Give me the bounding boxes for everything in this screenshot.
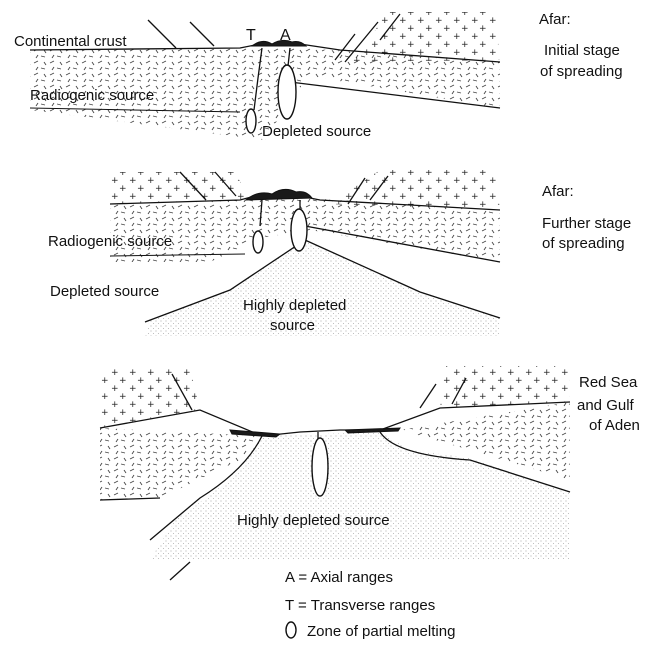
caption-panel-2-line-3: of spreading xyxy=(542,235,625,252)
melt-zone-axial-1 xyxy=(278,65,296,119)
label-highly-depleted-2a: Highly depleted xyxy=(243,297,346,314)
label-radiogenic-source: Radiogenic source xyxy=(30,87,154,104)
caption-panel-2-line-1: Afar: xyxy=(542,183,574,200)
melt-zone-axial-2 xyxy=(291,209,307,251)
caption-panel-2-line-2: Further stage xyxy=(542,215,631,232)
panel-further-stage: Radiogenic source Depleted source Highly… xyxy=(48,170,631,336)
caption-panel-3-line-2: and Gulf xyxy=(577,397,635,414)
crust-region-right-3 xyxy=(440,366,570,408)
label-depleted-source: Depleted source xyxy=(262,123,371,140)
panel-red-sea-gulf-of-aden: Highly depleted source Red Sea and Gulf … xyxy=(100,366,640,580)
label-a: A xyxy=(280,27,291,44)
melt-zone-transverse-1 xyxy=(246,109,256,133)
caption-panel-1-line-1: Afar: xyxy=(539,11,571,28)
caption-panel-3-line-1: Red Sea xyxy=(579,374,638,391)
melt-zone-axial-3 xyxy=(312,438,328,496)
melting-zone-icon xyxy=(286,622,296,638)
melt-zone-transverse-2 xyxy=(253,231,263,253)
label-depleted-source-2: Depleted source xyxy=(50,283,159,300)
legend-partial-melting: Zone of partial melting xyxy=(307,623,455,640)
label-continental-crust: Continental crust xyxy=(14,33,127,50)
caption-panel-1-line-3: of spreading xyxy=(540,63,623,80)
panel-initial-stage: Continental crust T A Radiogenic source … xyxy=(14,11,623,140)
legend: A = Axial ranges T = Transverse ranges Z… xyxy=(285,569,455,640)
legend-axial-ranges: A = Axial ranges xyxy=(285,569,393,586)
legend-transverse-ranges: T = Transverse ranges xyxy=(285,597,435,614)
label-highly-depleted-2b: source xyxy=(270,317,315,334)
caption-panel-1-line-2: Initial stage xyxy=(544,42,620,59)
caption-panel-3-line-3: of Aden xyxy=(589,417,640,434)
label-t: T xyxy=(246,27,256,44)
label-radiogenic-source-2: Radiogenic source xyxy=(48,233,172,250)
label-highly-depleted-3: Highly depleted source xyxy=(237,512,390,529)
